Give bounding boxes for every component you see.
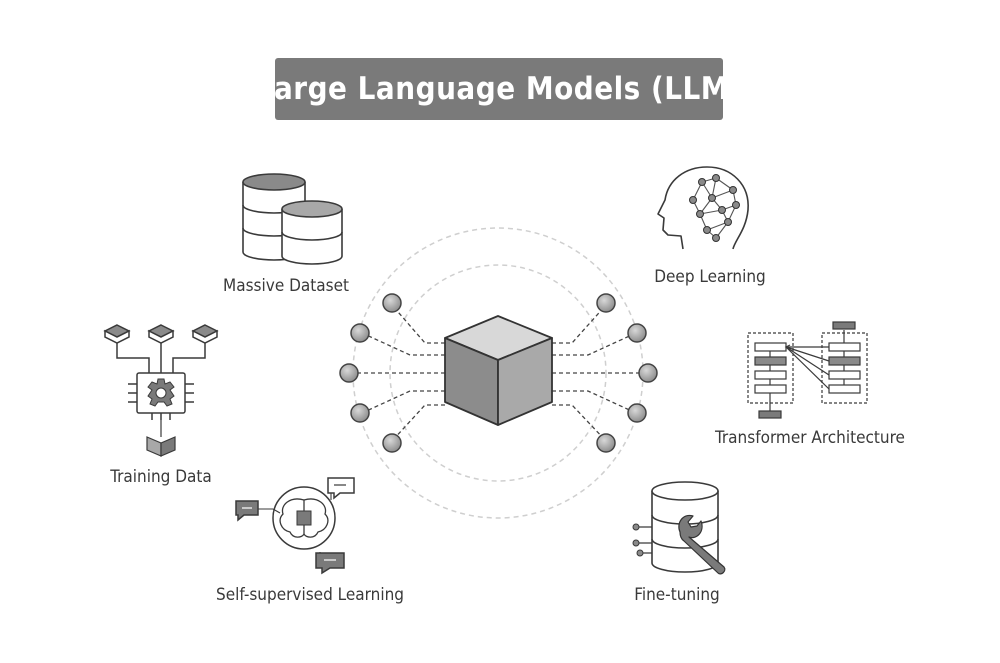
node xyxy=(350,323,370,343)
brain-chat-icon xyxy=(235,477,355,575)
wrench-icon xyxy=(678,514,726,575)
page-title: Large Language Models (LLM) xyxy=(255,71,743,107)
node xyxy=(638,363,658,383)
label-transformer-architecture: Transformer Architecture xyxy=(715,428,905,448)
label-fine-tuning: Fine-tuning xyxy=(634,585,720,605)
label-self-supervised-learning: Self-supervised Learning xyxy=(215,585,405,605)
title-banner: Large Language Models (LLM) xyxy=(256,58,742,120)
database-wrench-icon xyxy=(632,481,726,575)
box xyxy=(146,420,176,457)
node xyxy=(596,293,616,313)
cube-icon xyxy=(444,315,553,426)
database-stack-icon xyxy=(242,173,343,265)
node xyxy=(350,403,370,423)
transformer-diagram-icon xyxy=(747,321,868,419)
node xyxy=(596,433,616,453)
node xyxy=(339,363,359,383)
node xyxy=(627,403,647,423)
diamond-nodes xyxy=(103,324,219,344)
node xyxy=(627,323,647,343)
hub xyxy=(339,227,658,519)
hub-connectors xyxy=(350,304,648,442)
label-massive-dataset: Massive Dataset xyxy=(223,276,349,296)
node xyxy=(382,433,402,453)
inner-ring xyxy=(389,264,607,482)
label-deep-learning: Deep Learning xyxy=(654,267,766,287)
label-training-data: Training Data xyxy=(110,467,212,487)
node xyxy=(382,293,402,313)
hub-nodes xyxy=(339,293,658,453)
gear-chip-icon xyxy=(103,324,219,457)
head-neural-network-icon xyxy=(657,166,749,250)
